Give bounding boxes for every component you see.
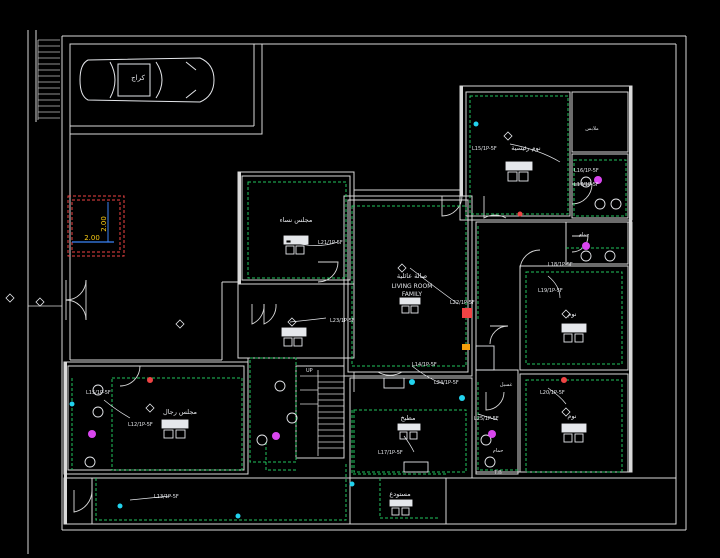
circuit-label: L19/1P-5F <box>538 288 563 294</box>
switch-markers <box>5 131 571 417</box>
label-living-en-1: LIVING ROOM <box>392 283 433 290</box>
label-majlis-women: مجلس نساء <box>280 216 313 224</box>
fixture-living <box>399 297 421 314</box>
dimension-label-h: 2.00 <box>84 234 100 242</box>
garage <box>69 43 263 135</box>
wiring-arcs <box>103 143 567 501</box>
circuit-label: L16/1P-5F <box>574 168 599 174</box>
circuit-label: L15/1P-5F <box>472 146 497 152</box>
circuit-labels: L15/1P-5F L16/1P-5F L17/1P-5F L18/1P-5F … <box>86 146 599 500</box>
circuit-label: L13/1P-5F <box>154 494 179 500</box>
dimension-box: 2.00 2.00 <box>67 195 125 257</box>
label-bath-1: حمام <box>579 232 590 238</box>
fixture-store <box>389 499 413 516</box>
room-labels: مجلس نساء صالة عائلية LIVING ROOM FAMILY… <box>163 126 599 498</box>
label-bedroom-1: نوم <box>567 310 576 318</box>
label-bedroom-2: نوم <box>567 412 576 420</box>
circuit-label: L14/1P-5F <box>412 362 437 368</box>
building-walls <box>63 85 677 525</box>
fixture-hall <box>281 327 307 347</box>
label-living-en-2: FAMILY <box>402 291 422 298</box>
label-dressing: ملابس <box>585 126 599 132</box>
circuit-label: L24/1P-5F <box>434 380 459 386</box>
circuit-label: L17/1P-5F <box>574 182 599 188</box>
stair-up-label: UP <box>306 368 313 374</box>
fixture-majlis-women <box>283 235 309 255</box>
fence-hatch <box>37 39 60 120</box>
accents <box>69 121 602 519</box>
car-icon <box>79 57 215 103</box>
label-tb: T.B <box>493 470 502 476</box>
circuit-label: L15/1P-5F <box>86 390 111 396</box>
label-living-arabic: صالة عائلية <box>397 272 428 280</box>
label-master-bedroom: نوم رئيسية <box>511 144 541 152</box>
circuit-label: L23/1P-5F <box>330 318 355 324</box>
circuit-label: L25/1P-5F <box>474 416 499 422</box>
label-kitchen: مطبخ <box>401 414 416 422</box>
circuit-label: L20/1P-5F <box>540 390 565 396</box>
doors <box>65 183 593 513</box>
room-fixtures <box>161 161 587 516</box>
label-bath-2: حمام <box>493 448 504 454</box>
circuit-label: L21/1P-5F <box>318 240 343 246</box>
label-laundry: غسيل <box>500 382 513 388</box>
sanitary-fixtures <box>84 176 622 473</box>
fixture-bedroom-1 <box>561 323 587 343</box>
garage-label: كراج <box>131 74 145 82</box>
circuit-label: L22/1P-5F <box>450 300 475 306</box>
circuit-label: L17/1P-5F <box>378 450 403 456</box>
lighting-circuits <box>71 95 627 521</box>
staircase <box>300 370 344 456</box>
fixture-majlis-men <box>161 419 189 439</box>
fixture-master <box>505 161 533 182</box>
dimension-label-v: 2.00 <box>100 216 108 232</box>
fixture-kitchen <box>397 423 421 440</box>
label-store: مستودع <box>389 490 410 498</box>
fixture-bedroom-2 <box>561 423 587 443</box>
circuit-label: L18/1P-5F <box>548 262 573 268</box>
label-majlis-men: مجلس رجال <box>163 408 197 416</box>
circuit-label: L12/1P-5F <box>128 422 153 428</box>
wall-thick <box>64 86 632 524</box>
